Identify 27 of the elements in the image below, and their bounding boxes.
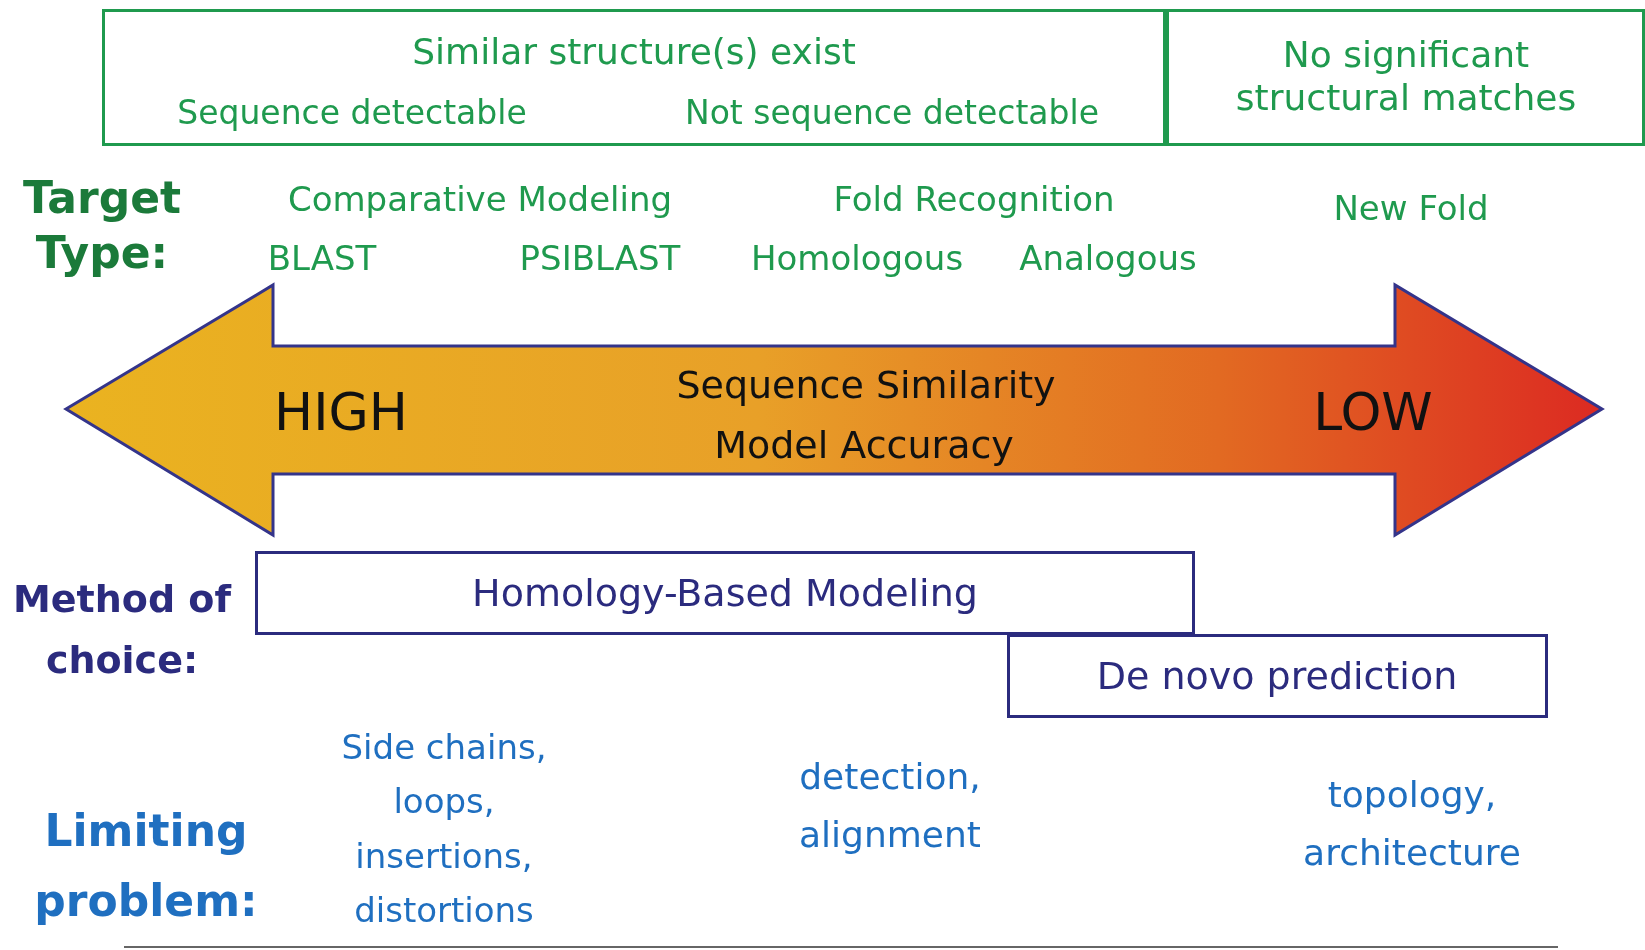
axis-label: Model Accuracy: [714, 423, 1014, 467]
heading: No significant structural matches: [1234, 32, 1578, 120]
problem-text: topology, architecture: [1302, 773, 1522, 875]
subheading: Sequence detectable: [177, 92, 527, 132]
heading: Similar structure(s) exist: [412, 30, 856, 72]
axis-label: Sequence Similarity: [676, 363, 1056, 407]
outlined-box: [255, 551, 1195, 635]
row-heading: Target Type:: [21, 171, 183, 280]
problem-text: detection, alignment: [798, 755, 982, 857]
row-heading: Limiting problem:: [33, 803, 259, 928]
scale-label: LOW: [1313, 382, 1433, 442]
category-label: Fold Recognition: [833, 179, 1115, 219]
outlined-box: [1007, 634, 1548, 718]
category-label: PSIBLAST: [519, 238, 681, 278]
category-label: Comparative Modeling: [287, 179, 673, 219]
outlined-box: [102, 9, 1166, 146]
outlined-box: [1166, 9, 1645, 146]
category-label: BLAST: [267, 238, 377, 278]
method-label: Homology-Based Modeling: [472, 571, 978, 615]
category-label: New Fold: [1333, 188, 1489, 228]
category-label: Homologous: [750, 238, 964, 278]
subheading: Not sequence detectable: [685, 92, 1099, 132]
problem-text: Side chains, loops, insertions, distortions: [340, 726, 548, 933]
method-label: De novo prediction: [1096, 654, 1458, 698]
row-heading: Method of choice:: [12, 576, 233, 684]
category-label: Analogous: [1019, 238, 1197, 278]
scale-label: HIGH: [274, 382, 408, 442]
